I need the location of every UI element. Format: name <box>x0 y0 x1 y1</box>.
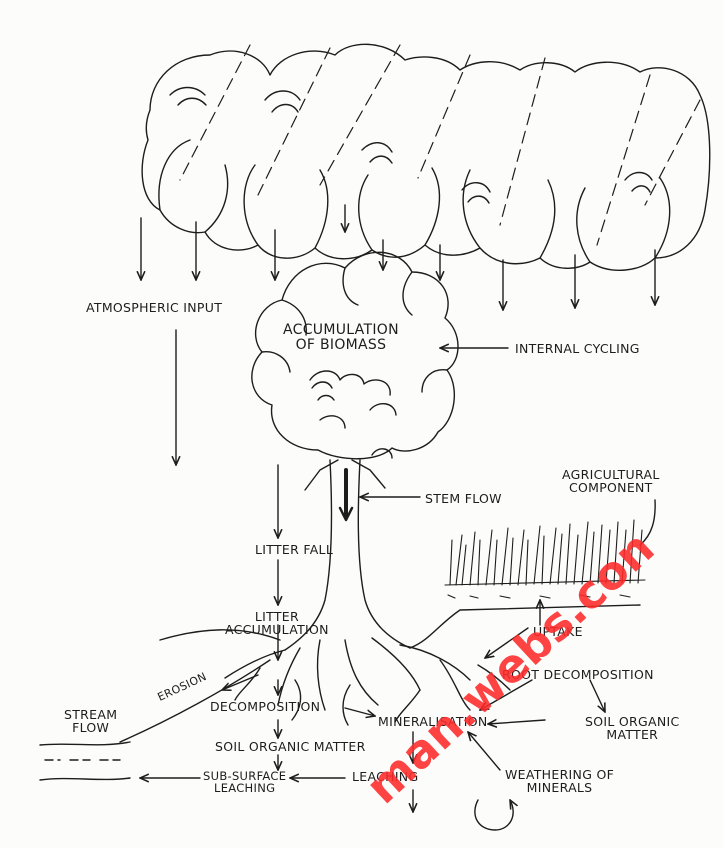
soil-organic-matter-label: SOIL ORGANIC MATTER <box>215 740 366 753</box>
decomposition-label: DECOMPOSITION <box>210 700 320 713</box>
cycle-arrow <box>475 800 513 830</box>
litter-accumulation-label: LITTER ACCUMULATION <box>225 610 329 636</box>
sub-surface-leaching-label: SUB-SURFACE LEACHING <box>203 770 286 794</box>
process-arrows <box>140 348 605 812</box>
weathering-minerals-label: WEATHERING OF MINERALS <box>505 768 614 794</box>
accumulation-biomass-label: ACCUMULATION OF BIOMASS <box>283 323 399 352</box>
soil-organic-matter-right-label: SOIL ORGANIC MATTER <box>585 715 680 741</box>
litter-fall-label: LITTER FALL <box>255 543 333 556</box>
atmospheric-input-label: ATMOSPHERIC INPUT <box>86 301 222 314</box>
internal-cycling-label: INTERNAL CYCLING <box>515 342 640 355</box>
agricultural-component-label: AGRICULTURAL COMPONENT <box>562 468 660 494</box>
stream-flow-label: STREAM FLOW <box>64 708 117 734</box>
rain-dashes <box>180 45 700 245</box>
stem-flow-label: STEM FLOW <box>425 492 502 505</box>
